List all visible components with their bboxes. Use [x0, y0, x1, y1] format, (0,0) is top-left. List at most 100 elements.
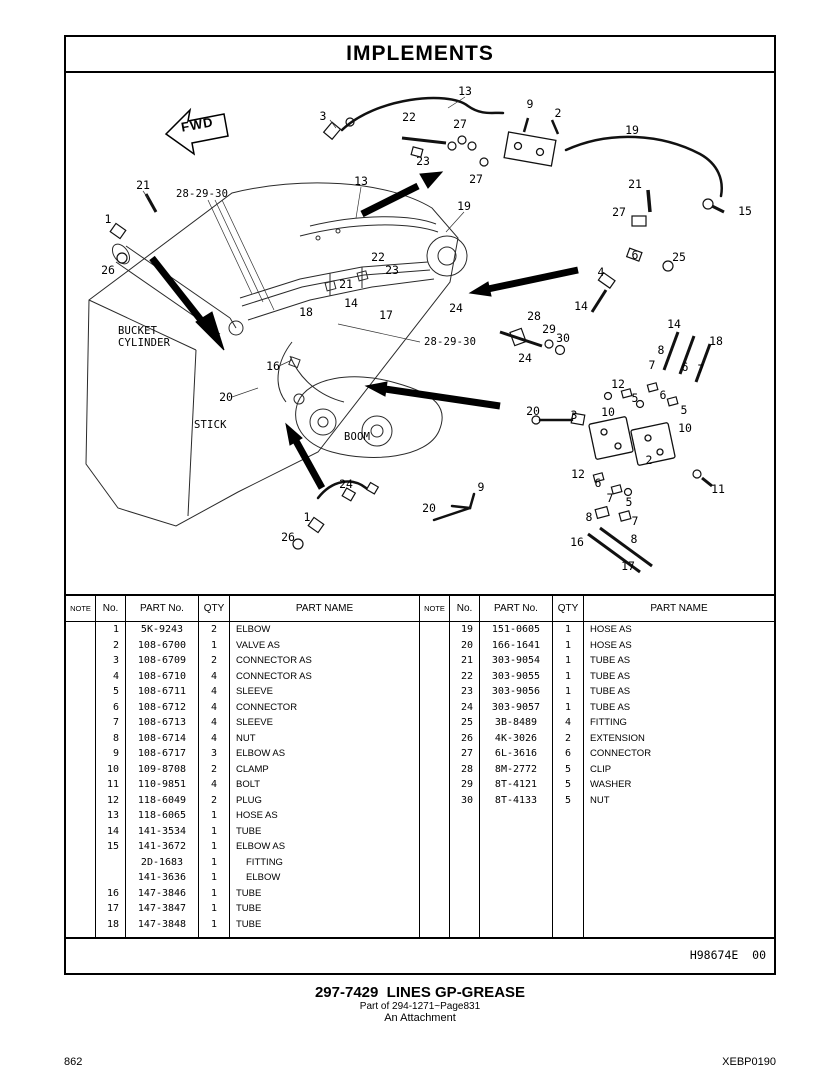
cell-qty: 4 — [553, 715, 584, 731]
callout-16: 16 — [266, 359, 280, 373]
cell-note — [420, 730, 450, 746]
callout-20: 20 — [219, 390, 233, 404]
callout-24: 24 — [518, 351, 532, 365]
callout-21: 21 — [628, 177, 642, 191]
diagram-label-bucket-cylinder: BUCKET CYLINDER — [118, 325, 171, 349]
cell-part: 151-0605 — [480, 622, 553, 638]
cell-name: ELBOW — [246, 872, 281, 883]
cell-note — [420, 715, 450, 731]
cell-name: SLEEVE — [236, 686, 273, 697]
callout-2: 2 — [645, 453, 653, 467]
cell-name: TUBE AS — [590, 701, 631, 713]
cell-qty: 2 — [199, 622, 230, 638]
cell-qty: 1 — [553, 699, 584, 715]
print-code: XEBP0190 — [722, 1056, 776, 1068]
cell-part: 108-6714 — [126, 730, 199, 746]
cell-name: CONNECTOR AS — [236, 655, 312, 666]
callout-6: 6 — [631, 248, 639, 262]
cell-note — [420, 622, 450, 638]
cell-note — [420, 777, 450, 793]
callout-6: 6 — [681, 360, 689, 374]
cell-part: 108-6710 — [126, 668, 199, 684]
cell-no: 13 — [96, 808, 126, 824]
cell-note — [66, 870, 96, 886]
cell-qty: 1 — [553, 684, 584, 700]
cell-name: PLUG — [236, 794, 262, 806]
callout-3: 3 — [319, 109, 327, 123]
cell-name: NUT — [236, 732, 256, 744]
callout-8: 8 — [657, 343, 665, 357]
callout-28: 28 — [527, 309, 541, 323]
cell-part: 303-9057 — [480, 699, 553, 715]
cell-no: 16 — [96, 885, 126, 901]
cell-note — [66, 746, 96, 762]
cell-note — [66, 668, 96, 684]
cell-no: 14 — [96, 823, 126, 839]
cell-qty: 1 — [553, 653, 584, 669]
callout-24: 24 — [339, 477, 353, 491]
cell-part: 303-9054 — [480, 653, 553, 669]
cell-note — [420, 746, 450, 762]
cell-no: 28 — [450, 761, 480, 777]
cell-qty: 1 — [199, 637, 230, 653]
col-header-part-no: PART No. — [480, 596, 553, 622]
callout-7: 7 — [697, 362, 705, 376]
callout-1: 1 — [303, 510, 311, 524]
cell-qty: 4 — [199, 730, 230, 746]
cell-no: 11 — [96, 777, 126, 793]
cell-note — [66, 839, 96, 855]
col-header-no: No. — [450, 596, 480, 622]
callout-17: 17 — [621, 559, 635, 573]
callout-13: 13 — [354, 174, 368, 188]
cell-no: 9 — [96, 746, 126, 762]
cell-name: CONNECTOR — [236, 701, 298, 713]
cell-no: 27 — [450, 746, 480, 762]
cell-qty: 1 — [199, 839, 230, 855]
cell-qty: 1 — [553, 637, 584, 653]
cell-part: 108-6709 — [126, 653, 199, 669]
callout-22: 22 — [371, 250, 385, 264]
col-header-note: NOTE — [66, 596, 96, 622]
cell-note — [66, 901, 96, 917]
cell-part: 8T-4133 — [480, 792, 553, 808]
callout-5: 5 — [625, 495, 633, 509]
cell-note — [66, 777, 96, 793]
cell-name: FITTING — [590, 717, 627, 728]
diagram-label-boom: BOOM — [344, 431, 371, 443]
cell-name: EXTENSION — [590, 732, 645, 744]
cell-note — [66, 885, 96, 901]
col-header-part-no: PART No. — [126, 596, 199, 622]
cell-part: 118-6065 — [126, 808, 199, 824]
cell-no — [96, 870, 126, 886]
cell-name: CLIP — [590, 763, 612, 775]
cell-no: 6 — [96, 699, 126, 715]
callout-7: 7 — [631, 514, 639, 528]
cell-filler — [126, 932, 199, 937]
cell-part: 3B-8489 — [480, 715, 553, 731]
cell-no: 12 — [96, 792, 126, 808]
cell-name: TUBE — [236, 887, 262, 899]
callout-19: 19 — [625, 123, 639, 137]
cell-note — [66, 653, 96, 669]
cell-no: 29 — [450, 777, 480, 793]
cell-no: 2 — [96, 637, 126, 653]
cell-filler — [199, 932, 230, 937]
cell-name: HOSE AS — [236, 810, 278, 821]
callout-20: 20 — [422, 501, 436, 515]
cell-qty: 4 — [199, 699, 230, 715]
cell-part: 141-3672 — [126, 839, 199, 855]
cell-no: 25 — [450, 715, 480, 731]
cell-no: 30 — [450, 792, 480, 808]
callout-10: 10 — [601, 405, 615, 419]
cell-note — [66, 730, 96, 746]
cell-note — [420, 761, 450, 777]
cell-qty: 4 — [199, 684, 230, 700]
callout-22: 22 — [402, 110, 416, 124]
cell-part: 5K-9243 — [126, 622, 199, 638]
cell-part: 8T-4121 — [480, 777, 553, 793]
cell-part: 303-9055 — [480, 668, 553, 684]
cell-qty: 5 — [553, 761, 584, 777]
cell-note — [66, 916, 96, 932]
cell-filler — [96, 932, 126, 937]
